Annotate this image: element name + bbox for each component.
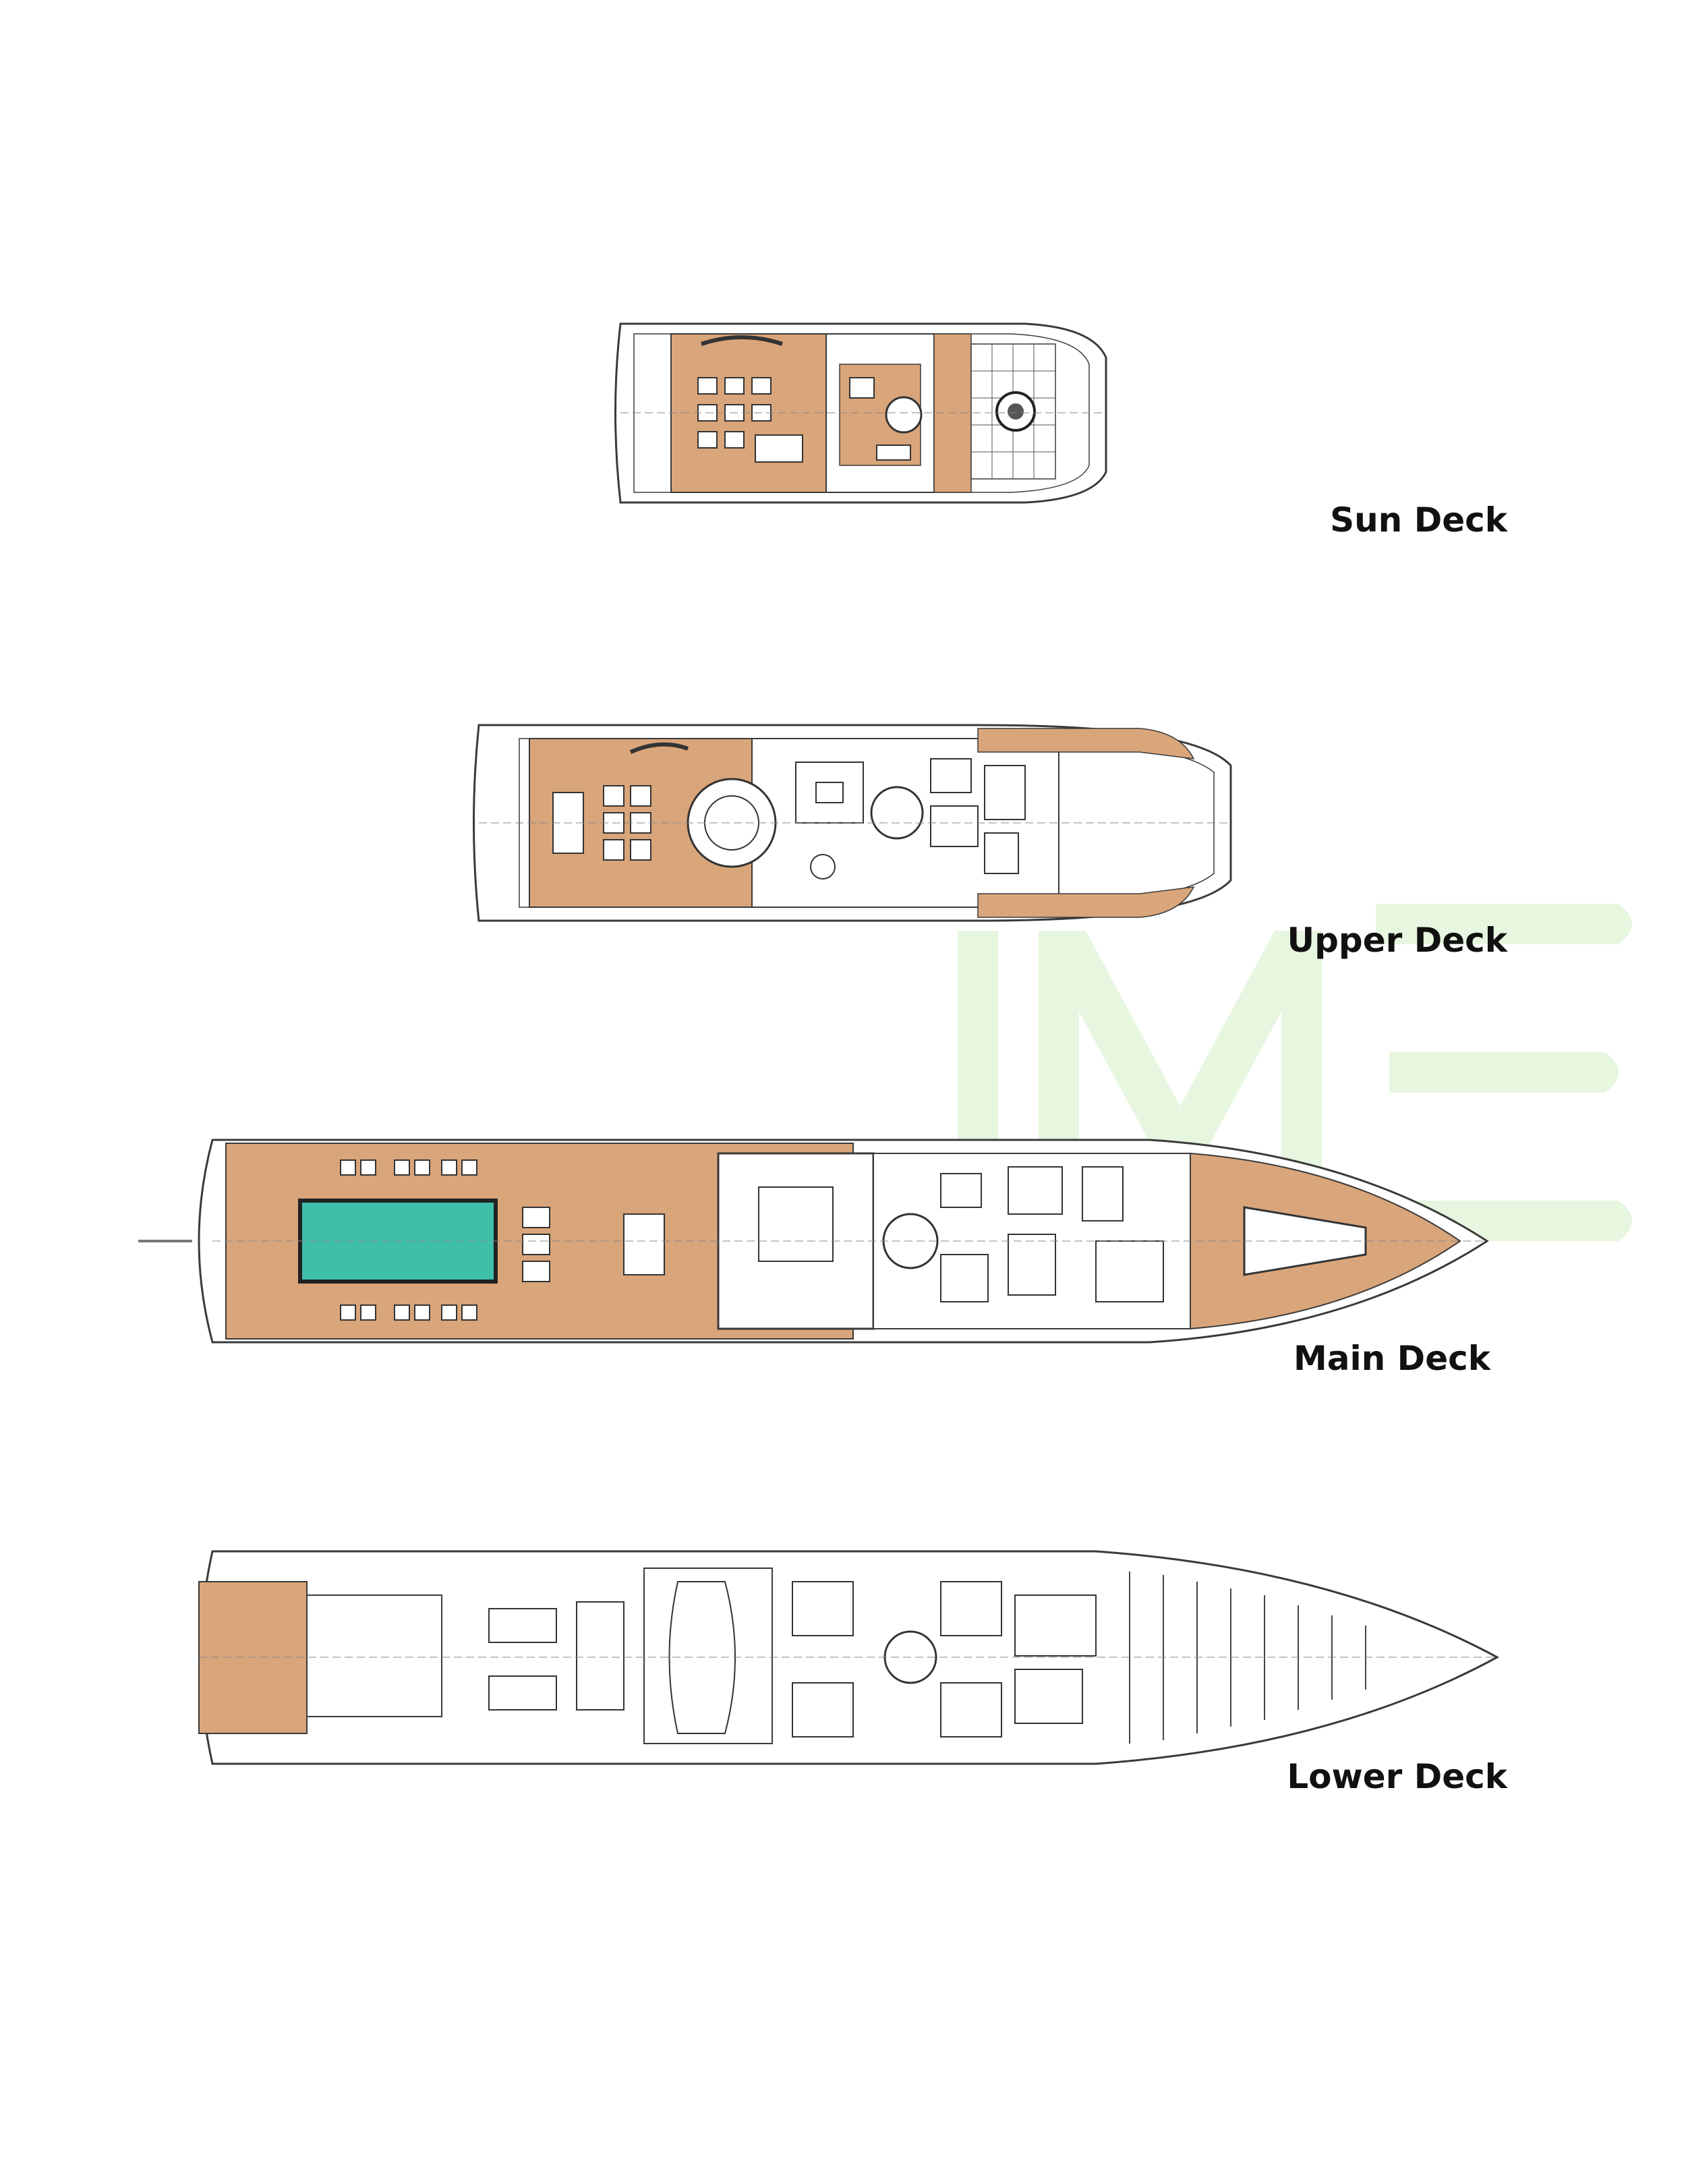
sun-deck-plan <box>614 322 1107 504</box>
main-deck-plan <box>138 1139 1489 1344</box>
upper-deck-label: Upper Deck <box>1287 921 1507 960</box>
main-deck-dining-table <box>623 1213 665 1275</box>
sun-deck-round-table-icon <box>885 396 923 434</box>
lower-deck-label: Lower Deck <box>1287 1757 1507 1796</box>
upper-deck-spiral-stair-icon <box>870 786 924 840</box>
sun-deck-label: Sun Deck <box>1330 500 1507 540</box>
upper-deck-plan <box>473 724 1232 922</box>
me-logo-watermark-icon <box>958 904 1632 1241</box>
upper-deck-teak-side-port <box>977 728 1195 759</box>
main-deck-label: Main Deck <box>1293 1339 1490 1378</box>
lower-deck-crew-mess <box>306 1594 442 1717</box>
lower-deck-plan <box>198 1550 1500 1765</box>
upper-deck-teak-side-stbd <box>977 886 1195 918</box>
